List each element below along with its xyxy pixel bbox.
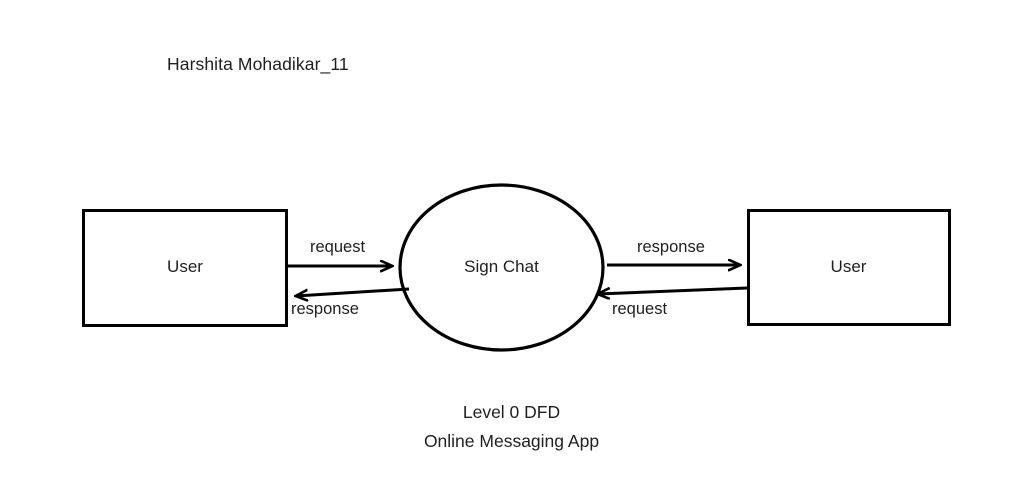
flow-label-left-to-process-request: request (310, 238, 366, 256)
entity-right-box (747, 209, 951, 326)
process-label: Sign Chat (464, 257, 539, 276)
process-circle (398, 183, 605, 352)
entity-left-label: User (167, 257, 203, 276)
flow-label-process-to-right-response: response (637, 238, 705, 256)
diagram-caption: Level 0 DFD Online Messaging App (0, 398, 1023, 456)
flow-label-process-to-left-response: response (291, 300, 359, 318)
entity-right-label: User (830, 257, 867, 276)
flow-line-rl-response (296, 287, 410, 296)
entity-left-box (82, 209, 288, 327)
author-name-text: Harshita Mohadikar_11 (167, 54, 349, 74)
caption-line-title: Level 0 DFD (462, 402, 561, 422)
flow-line-rc-request (598, 286, 748, 294)
caption-line-subtitle: Online Messaging App (423, 431, 600, 451)
flow-label-right-to-process-request: request (612, 300, 668, 318)
